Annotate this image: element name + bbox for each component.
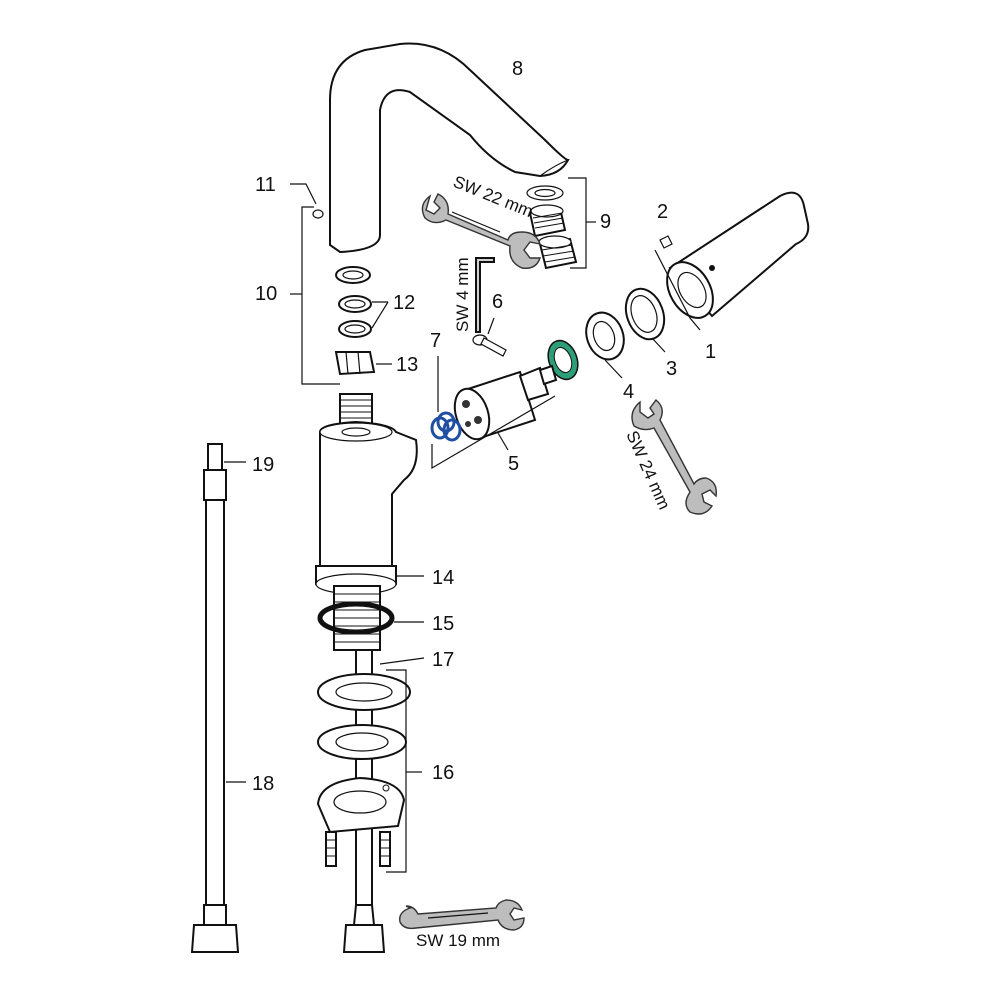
cover-ring-part-3: [624, 287, 666, 341]
callout-15: 15: [432, 613, 454, 635]
callout-10: 10: [255, 283, 277, 305]
leader-10: [301, 206, 340, 385]
callout-17: 17: [432, 649, 454, 671]
pin-part-11: [312, 209, 324, 219]
callout-8: 8: [512, 58, 523, 80]
aerator-part-9: [526, 185, 578, 270]
wrench-sw19: [399, 899, 525, 931]
spout-part-8: [329, 42, 570, 254]
callout-5: 5: [508, 453, 519, 475]
handle-part-1: [666, 191, 810, 319]
callout-19: 19: [252, 454, 274, 476]
callout-11: 11: [255, 174, 276, 196]
leader-5-tick: [497, 432, 509, 451]
callout-2: 2: [657, 201, 668, 223]
adapter-part-13: [334, 351, 376, 376]
allen-key-sw4: [475, 257, 495, 333]
tool-label-sw22: SW 22 mm: [451, 172, 536, 221]
leader-17: [379, 657, 425, 665]
tool-label-sw4: SW 4 mm: [453, 257, 472, 332]
callout-9: 9: [600, 211, 611, 233]
nut-part-4: [585, 311, 625, 361]
leader-16: [386, 669, 407, 873]
callout-3: 3: [666, 358, 677, 380]
callout-6: 6: [492, 291, 503, 313]
leader-4: [604, 359, 623, 379]
leader-11: [290, 183, 317, 205]
callout-13: 13: [396, 354, 418, 376]
cartridge-part-5: [453, 364, 558, 441]
o-rings-part-7: [430, 411, 462, 442]
callout-1: 1: [705, 341, 716, 363]
tap-body-part-14: [315, 393, 418, 595]
callout-7: 7: [430, 330, 441, 352]
callout-14: 14: [432, 567, 454, 589]
tool-label-sw19: SW 19 mm: [416, 931, 500, 950]
wrench-sw24: [631, 399, 717, 515]
leader-9: [568, 177, 587, 269]
leader-5: [431, 395, 556, 470]
threaded-shank: [333, 585, 381, 651]
callout-18: 18: [252, 773, 274, 795]
green-seal-ring: [547, 339, 579, 381]
flexible-hose-part-18: [190, 443, 240, 953]
screw-part-6: [472, 334, 507, 357]
washers-part-16: [316, 673, 411, 834]
callout-16: 16: [432, 762, 454, 784]
rings-part-12: [335, 266, 372, 338]
set-screw-part-2: [659, 235, 673, 249]
bolts: [325, 831, 391, 867]
callout-4: 4: [623, 381, 634, 403]
leader-12: [371, 301, 389, 329]
gasket-part-15: [317, 601, 395, 635]
wrench-sw22: [421, 193, 542, 269]
leader-6: [487, 317, 495, 335]
bottom-fitting-centre: [342, 904, 386, 953]
callout-12: 12: [393, 292, 415, 314]
leader-3: [651, 337, 666, 353]
leader-1: [654, 249, 701, 331]
